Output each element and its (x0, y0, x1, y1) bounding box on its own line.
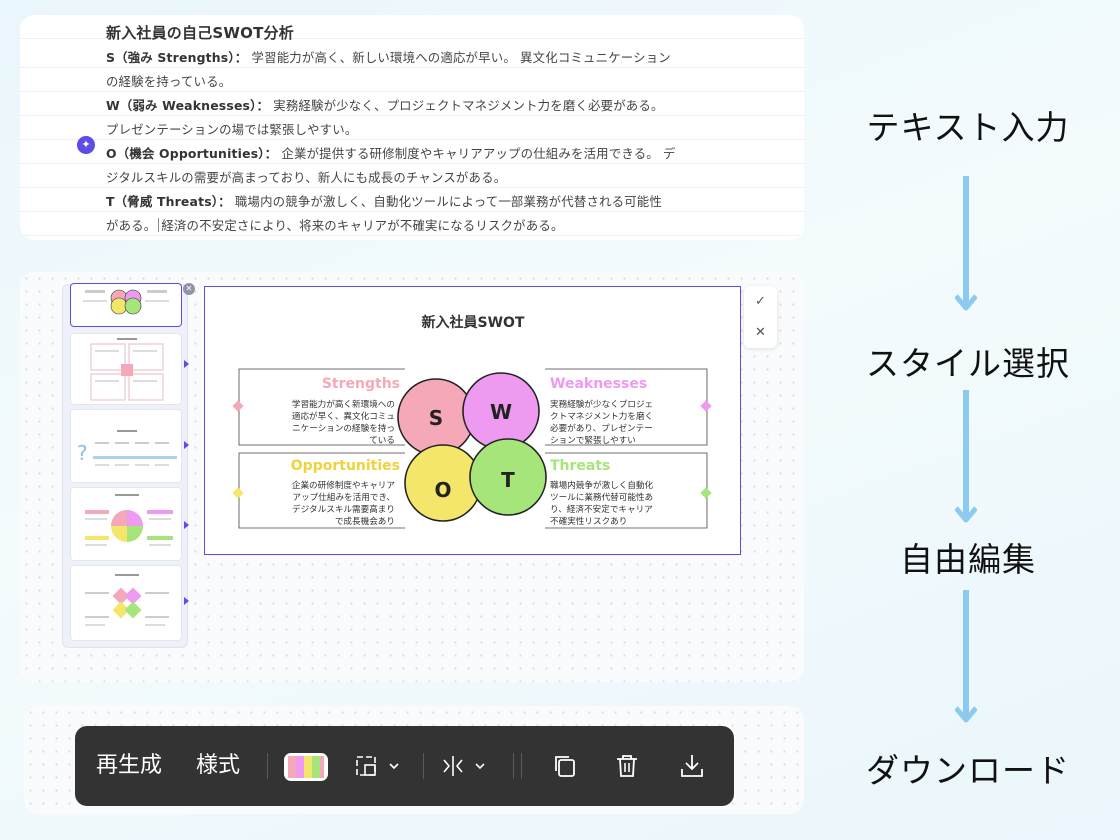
text-editor-panel[interactable]: 新入社員の自己SWOT分析 S（強み Strengths）： 学習能力が高く、新… (20, 15, 804, 240)
text-line[interactable]: ジタルスキルの需要が高まっており、新人にも成長のチャンスがある。 (106, 166, 506, 190)
style-button[interactable]: 様式 (196, 753, 241, 778)
document-title[interactable]: 新入社員の自己SWOT分析 (106, 21, 294, 45)
toolbar-divider (513, 753, 514, 779)
layout-icon[interactable] (355, 752, 405, 782)
line-label: W（弱み Weaknesses）： (106, 98, 270, 113)
check-icon[interactable]: ✓ (755, 294, 766, 309)
thumb-preview (85, 574, 169, 626)
step-label-text-input: テキスト入力 (866, 108, 1070, 147)
confirm-actions: ✓ ✕ (744, 286, 777, 348)
down-arrow-icon (955, 176, 977, 311)
strengths-text: 適応が早く、異文化コミュ (292, 410, 395, 422)
style-selection-panel: ? (20, 272, 804, 682)
line-label: O（機会 Opportunities）： (106, 146, 278, 161)
line-text: プレゼンテーションの場では緊張しやすい。 (106, 122, 358, 137)
chevron-right-icon (184, 360, 189, 368)
diamond-marker (700, 400, 712, 412)
step-label-style-select: スタイル選択 (866, 344, 1070, 383)
text-line[interactable]: の経験を持っている。 (106, 70, 231, 94)
template-thumb-circle[interactable] (70, 487, 182, 561)
swot-letter: S (429, 406, 443, 430)
template-thumb-grid[interactable] (70, 333, 182, 405)
spacing-icon[interactable] (441, 752, 491, 782)
swot-letter: T (501, 468, 515, 492)
down-arrow-icon (955, 390, 977, 523)
swot-title: 新入社員SWOT (422, 314, 525, 331)
swot-canvas[interactable]: 新入社員SWOT Strengths Weaknesses Opportunit… (204, 286, 741, 555)
line-text: 実務経験が少なく、プロジェクトマネジメント力を磨く必要がある。 (269, 98, 664, 113)
toolbar-divider (267, 753, 268, 779)
swot-letter: W (490, 400, 512, 424)
text-line[interactable]: W（弱み Weaknesses）： 実務経験が少なく、プロジェクトマネジメント力… (106, 94, 664, 118)
threats-text: 不確実性リスクあり (550, 515, 627, 527)
palette-swatch-icon[interactable] (283, 752, 329, 782)
copy-icon[interactable] (550, 752, 580, 782)
text-line[interactable]: T（脅威 Threats）： 職場内の競争が激しく、自動化ツールによって一部業務… (106, 190, 662, 214)
chevron-right-icon (184, 441, 189, 449)
step-label-free-edit: 自由編集 (900, 540, 1036, 579)
thumb-preview (85, 494, 173, 546)
chevron-right-icon (184, 597, 189, 605)
thumb-preview: ? (77, 430, 177, 466)
threats-text: 職場内競争が激しく自動化 (550, 479, 654, 491)
line-text: 職場内の競争が激しく、自動化ツールによって一部業務が代替される可能性 (230, 194, 662, 209)
diamond-marker (232, 400, 244, 412)
weaknesses-text: 実務経験が少なくプロジェ (550, 398, 653, 410)
threats-text: ツールに業務代替可能性あ (550, 491, 653, 503)
opportunities-text: デジタルスキル需要高まり (292, 503, 395, 515)
close-icon[interactable]: ✕ (183, 283, 195, 295)
down-arrow-icon (955, 590, 977, 723)
line-text: の経験を持っている。 (106, 74, 232, 89)
line-text: がある。 (106, 218, 157, 233)
document-title-text: 新入社員の自己SWOT分析 (106, 24, 294, 42)
template-thumb-timeline[interactable]: ? (70, 409, 182, 483)
diamond-marker (700, 487, 712, 499)
line-label: T（脅威 Threats）： (106, 194, 231, 209)
text-line[interactable]: プレゼンテーションの場では緊張しやすい。 (106, 118, 357, 142)
line-text: 学習能力が高く、新しい環境への適応が早い。 異文化コミュニケーション (247, 50, 671, 65)
line-text: 経済の不安定さにより、将来のキャリアが不確実になるリスクがある。 (161, 218, 564, 233)
line-text: ジタルスキルの需要が高まっており、新人にも成長のチャンスがある。 (106, 170, 507, 185)
threats-circle[interactable] (469, 438, 547, 516)
thumb-preview (90, 338, 164, 401)
text-line[interactable]: S（強み Strengths）： 学習能力が高く、新しい環境への適応が早い。 異… (106, 46, 671, 70)
opportunities-text: で成長機会あり (335, 515, 395, 527)
swot-diagram: 新入社員SWOT Strengths Weaknesses Opportunit… (232, 314, 712, 529)
close-icon[interactable]: ✕ (755, 325, 766, 340)
strengths-text: ている (369, 435, 395, 446)
weaknesses-text: クトマネジメント力を磨く (550, 410, 653, 422)
text-line[interactable]: O（機会 Opportunities）： 企業が提供する研修制度やキャリアアップ… (106, 142, 676, 166)
diamond-marker (232, 487, 244, 499)
regenerate-button[interactable]: 再生成 (96, 753, 163, 778)
thumb-preview (83, 289, 169, 315)
download-icon[interactable] (678, 752, 708, 782)
text-cursor (158, 218, 160, 232)
template-thumb-venn[interactable] (70, 283, 182, 327)
strengths-heading: Strengths (322, 376, 400, 392)
text-line[interactable]: がある。経済の不安定さにより、将来のキャリアが不確実になるリスクがある。 (106, 214, 564, 238)
weaknesses-text: 必要があり、プレゼンテー (550, 422, 653, 434)
chevron-right-icon (184, 521, 189, 529)
template-thumbnail-list[interactable]: ? (62, 283, 189, 648)
threats-text: り、経済不安定でキャリア (550, 503, 653, 515)
edit-toolbar: 再生成 様式 (75, 726, 734, 806)
toolbar-divider (423, 753, 424, 779)
template-thumb-diamond[interactable] (70, 565, 182, 641)
trash-icon[interactable] (613, 752, 643, 782)
opportunities-text: アップ仕組みを活用でき、 (292, 491, 395, 503)
svg-text:?: ? (77, 441, 88, 465)
step-label-download: ダウンロード (866, 751, 1070, 790)
threats-heading: Threats (550, 458, 610, 474)
strengths-text: 学習能力が高く新環境への (292, 398, 395, 410)
opportunities-heading: Opportunities (291, 458, 400, 474)
weaknesses-text: ションで緊張しやすい (550, 435, 636, 446)
strengths-text: ニケーションの経験を持っ (292, 422, 395, 434)
swot-letter: O (434, 478, 451, 502)
ai-sparkle-icon[interactable]: ✦ (77, 136, 95, 154)
line-text: 企業が提供する研修制度やキャリアアップの仕組みを活用できる。 デ (277, 146, 676, 161)
toolbar-divider (521, 753, 522, 779)
opportunities-text: 企業の研修制度やキャリア (292, 479, 395, 491)
weaknesses-heading: Weaknesses (550, 376, 647, 392)
line-label: S（強み Strengths）： (106, 50, 248, 65)
